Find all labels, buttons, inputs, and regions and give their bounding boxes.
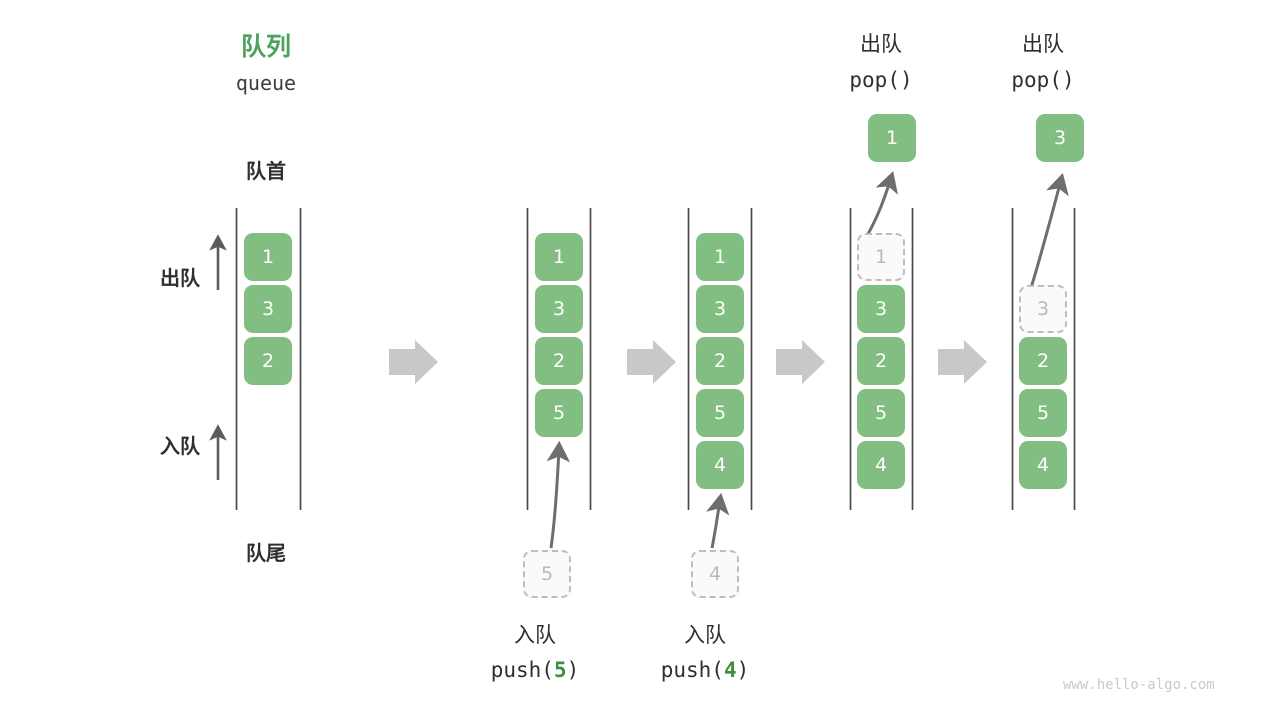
queue-cell: 3 <box>696 285 744 333</box>
transition-arrow-1 <box>389 340 438 384</box>
queue-cell: 3 <box>244 285 292 333</box>
transition-arrow-2 <box>627 340 676 384</box>
watermark: www.hello-algo.com <box>1063 677 1215 693</box>
push-arrow-4 <box>706 492 730 549</box>
push-code-suffix: ) <box>736 658 750 682</box>
queue-cell: 2 <box>696 337 744 385</box>
push-code-arg: 5 <box>553 658 567 682</box>
push-code-prefix: push( <box>660 658 724 682</box>
incoming-element-ghost: 4 <box>691 550 739 598</box>
queue-cell: 2 <box>857 337 905 385</box>
pop-arrow-1 <box>866 171 898 235</box>
queue-cell: 2 <box>244 337 292 385</box>
queue-cell: 5 <box>535 389 583 437</box>
pop-header-code: pop() <box>849 68 913 92</box>
popped-element: 3 <box>1036 114 1084 162</box>
push-code-suffix: ) <box>566 658 580 682</box>
pop-header-cn: 出队 <box>1022 32 1064 56</box>
push-caption-cn: 入队 <box>514 623 556 647</box>
popped-element: 1 <box>868 114 916 162</box>
queue-cell: 3 <box>535 285 583 333</box>
transition-arrow-4 <box>938 340 987 384</box>
queue-cell: 1 <box>696 233 744 281</box>
queue-cell: 5 <box>857 389 905 437</box>
queue-cell: 4 <box>1019 441 1067 489</box>
queue-cell: 4 <box>696 441 744 489</box>
push-code-arg: 4 <box>723 658 737 682</box>
queue-rails <box>235 208 1076 510</box>
dequeue-direction-label: 出队 <box>160 266 200 290</box>
push-caption-code: push(4) <box>645 660 765 681</box>
push-caption-cn: 入队 <box>684 623 726 647</box>
pop-header-cn: 出队 <box>860 32 902 56</box>
pop-arrow-3 <box>1029 173 1069 289</box>
queue-cell: 2 <box>535 337 583 385</box>
queue-cell: 2 <box>1019 337 1067 385</box>
diagram-title-en: queue <box>235 71 297 95</box>
queue-cell: 1 <box>244 233 292 281</box>
queue-cell: 4 <box>857 441 905 489</box>
incoming-element-ghost: 5 <box>523 550 571 598</box>
queue-cell: 5 <box>1019 389 1067 437</box>
push-arrow-5 <box>546 440 571 549</box>
push-caption-code: push(5) <box>475 660 595 681</box>
queue-cell: 1 <box>535 233 583 281</box>
diagram-title-cn: 队列 <box>240 32 291 61</box>
queue-head-label: 队首 <box>246 159 286 183</box>
enqueue-direction-label: 入队 <box>160 434 200 458</box>
queue-cell-ghost: 1 <box>857 233 905 281</box>
transition-arrow-3 <box>776 340 825 384</box>
queue-tail-label: 队尾 <box>246 541 286 565</box>
queue-cell: 5 <box>696 389 744 437</box>
queue-cell-ghost: 3 <box>1019 285 1067 333</box>
queue-cell: 3 <box>857 285 905 333</box>
pop-header-code: pop() <box>1011 68 1075 92</box>
push-code-prefix: push( <box>490 658 554 682</box>
